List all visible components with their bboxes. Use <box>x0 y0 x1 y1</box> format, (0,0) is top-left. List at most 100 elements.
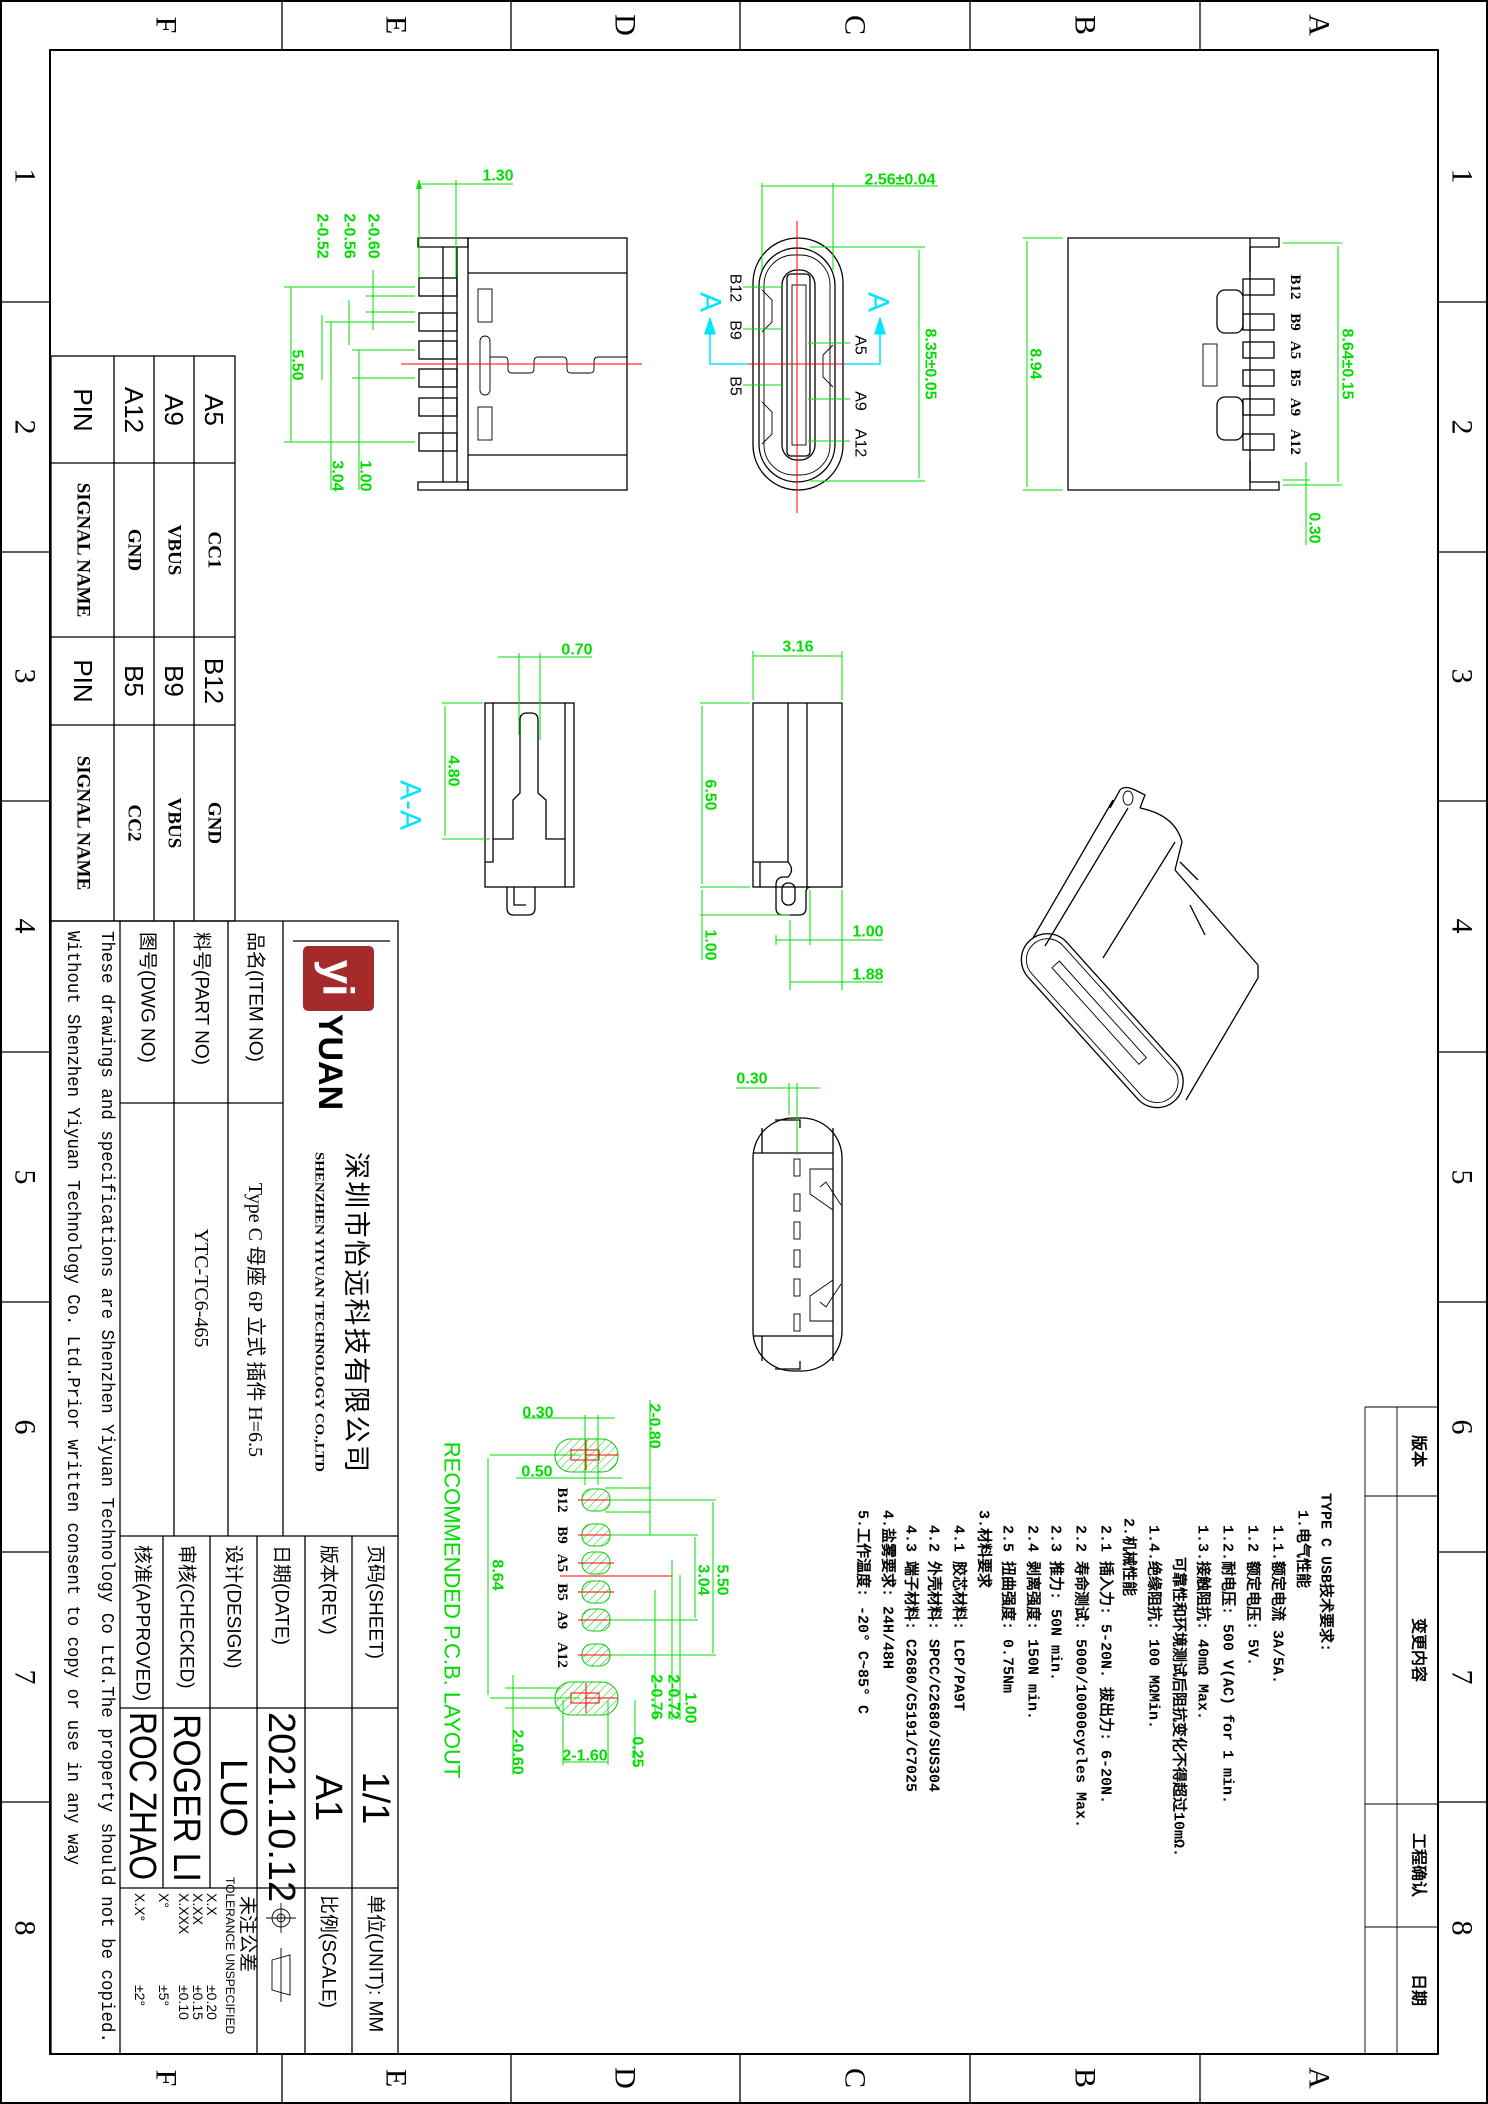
tech-line: 4.2 外壳材料: SPCC/C2680/SUS304 <box>925 1525 944 1792</box>
dim-label: 4.80 <box>445 755 462 786</box>
tech-line: 1.2.耐电压: 500 V(AC) for 1 min. <box>1219 1525 1238 1804</box>
dim-label: 3.04 <box>329 460 346 491</box>
tolerance-title-cn: 未注公差 <box>237 1896 259 1972</box>
pin-label: A9 <box>1287 398 1303 416</box>
checked-value: ROGER LI <box>165 1714 207 1882</box>
signal-header: SIGNAL NAME <box>73 756 94 891</box>
dim-label: 1.00 <box>852 924 883 941</box>
tolerance-format: X.X° <box>132 1893 148 1921</box>
signal-cell: CC2 <box>124 805 145 842</box>
tech-line: 2.2 寿命测试: 5000/10000cycles Max. <box>1072 1525 1091 1828</box>
company-name-cn: 深圳市怡远科技有限公司 <box>341 1152 371 1472</box>
tolerance-value: ±2° <box>132 1985 148 2006</box>
end-view: 3.16 6.50 1.00 1.00 1.88 <box>700 639 884 990</box>
pad-label: A5 <box>554 1554 570 1572</box>
dim-label: 3.16 <box>782 639 813 656</box>
pin-label: B5 <box>727 376 744 396</box>
signal-cell: GND <box>124 529 145 571</box>
side-view: B12 B9 A5 B5 A9 A12 8.94 8.64±0.15 0.30 <box>1023 237 1356 545</box>
tech-line: 2.4 剥离强度: 150N min. <box>1024 1525 1043 1720</box>
dim-label: 1.00 <box>357 460 374 491</box>
zone-letter: C <box>839 2068 872 2088</box>
dim-label: 1.00 <box>702 929 719 960</box>
technical-requirements: TYPE C USB技术要求: 1.电气性能 1.1.额定电流 3A/5A. 1… <box>854 1493 1336 1857</box>
zone-numbers-right: 1 2 3 4 5 6 7 8 <box>1446 169 1479 1936</box>
pin-cell: A9 <box>159 394 189 426</box>
zone-numbers-left: 1 2 3 4 5 6 7 8 <box>9 169 42 1936</box>
tech-line: 1.电气性能 <box>1294 1510 1313 1588</box>
design-value: LUO <box>212 1759 254 1837</box>
zone-letters-top: F E D C B A <box>150 14 1336 36</box>
pin-label: A9 <box>852 391 869 411</box>
dim-label: 8.64±0.15 <box>1339 328 1356 399</box>
dim-label: 0.70 <box>561 642 592 659</box>
tech-line: 1.3.接触阻抗: 40mΩ Max. <box>1194 1525 1213 1720</box>
dim-label: 5.50 <box>714 1564 731 1595</box>
zone-letter: E <box>380 2069 413 2087</box>
company-name-en: SHENZHEN YIYUAN TECHNOLOGY CO.,LTD <box>313 1152 328 1472</box>
dim-label: 2-0.56 <box>341 213 358 258</box>
pin-label: B12 <box>1287 274 1303 299</box>
logo-wordmark: YUAN <box>311 1014 349 1110</box>
tolerance-value: ±0.10 <box>176 1985 192 2020</box>
zone-letter: A <box>1303 2067 1336 2089</box>
part-no-value: YTC-TC6-465 <box>190 1229 212 1348</box>
tolerance-format: X.XXX <box>176 1893 192 1935</box>
pad-label: A12 <box>554 1642 570 1668</box>
zone-letter: B <box>1069 15 1102 35</box>
zone-letter: A <box>1303 14 1336 36</box>
zone-letter: F <box>150 2070 183 2087</box>
zone-number: 4 <box>9 919 42 934</box>
part-no-label: 料号(PART NO) <box>191 932 213 1065</box>
zone-number: 3 <box>1446 669 1479 684</box>
zone-letter: C <box>839 15 872 35</box>
dim-label: 0.50 <box>521 1464 552 1481</box>
zone-number: 5 <box>9 1170 42 1185</box>
top-view: 1.30 2-0.60 2-0.56 2-0.52 5.50 3.04 1.00 <box>284 168 642 492</box>
dim-label: 2.56±0.04 <box>864 172 935 189</box>
dim-label: 2-0.72 <box>665 1674 682 1719</box>
sheet-value: 1/1 <box>354 1772 396 1825</box>
pin-header: PIN <box>68 659 98 702</box>
zone-number: 5 <box>1446 1170 1479 1185</box>
disclaimer-line: Without Shenzhen Yiyuan Technology Co. L… <box>62 931 82 1865</box>
pin-label: B9 <box>727 320 744 340</box>
zone-number: 6 <box>1446 1420 1479 1435</box>
zone-letter: E <box>380 16 413 34</box>
dim-label: 8.64 <box>489 1559 506 1590</box>
zone-number: 2 <box>9 420 42 435</box>
rev-value: A1 <box>307 1775 349 1821</box>
revision-block: 版本 变更内容 工程确认 日期 <box>1364 1406 1438 2054</box>
tech-line: TYPE C USB技术要求: <box>1317 1493 1336 1652</box>
dim-label: 1.30 <box>482 168 513 185</box>
unit-label: 单位(UNIT): MM <box>365 1895 387 2032</box>
pin-label: A5 <box>852 335 869 355</box>
date-label: 日期(DATE) <box>271 1545 293 1645</box>
zone-letter: D <box>609 14 642 36</box>
pin-cell: A5 <box>199 394 229 426</box>
tech-line: 1.1.额定电流 3A/5A. <box>1269 1525 1288 1684</box>
company-logo: yi YUAN <box>303 946 374 1110</box>
date-value: 2021.10.12 <box>260 1712 302 1902</box>
signal-cell: VBUS <box>164 798 185 849</box>
approved-value: ROC ZHAO <box>121 1712 163 1880</box>
dim-label: 1.88 <box>852 967 883 984</box>
pin-label: A5 <box>1287 341 1303 359</box>
dwg-no-label: 图号(DWG NO) <box>137 932 158 1063</box>
pcb-layout-title: RECOMMENDED P.C.B. LAYOUT <box>440 1442 465 1779</box>
pad-label: B9 <box>554 1526 570 1544</box>
tolerance-value: ±0.15 <box>190 1985 206 2020</box>
tech-line: 1.2 额定电压: 5V. <box>1244 1525 1263 1666</box>
bottom-view: 0.30 <box>736 1071 843 1372</box>
zone-number: 7 <box>9 1670 42 1685</box>
checked-label: 审核(CHECKED) <box>176 1545 198 1689</box>
tech-line: 2.1 插入力: 5-20N. 拔出力: 6-20N. <box>1097 1525 1116 1804</box>
tech-line: 4.盐雾要求: 24H/48H <box>879 1510 898 1669</box>
pad-label: A9 <box>554 1611 570 1629</box>
pin-table: PIN SIGNAL NAME PIN SIGNAL NAME A12 GND … <box>50 355 236 922</box>
dim-label: 0.30 <box>1306 512 1323 543</box>
zone-letters-bottom: F E D C B A <box>150 2067 1336 2089</box>
pin-cell: B5 <box>119 665 149 697</box>
